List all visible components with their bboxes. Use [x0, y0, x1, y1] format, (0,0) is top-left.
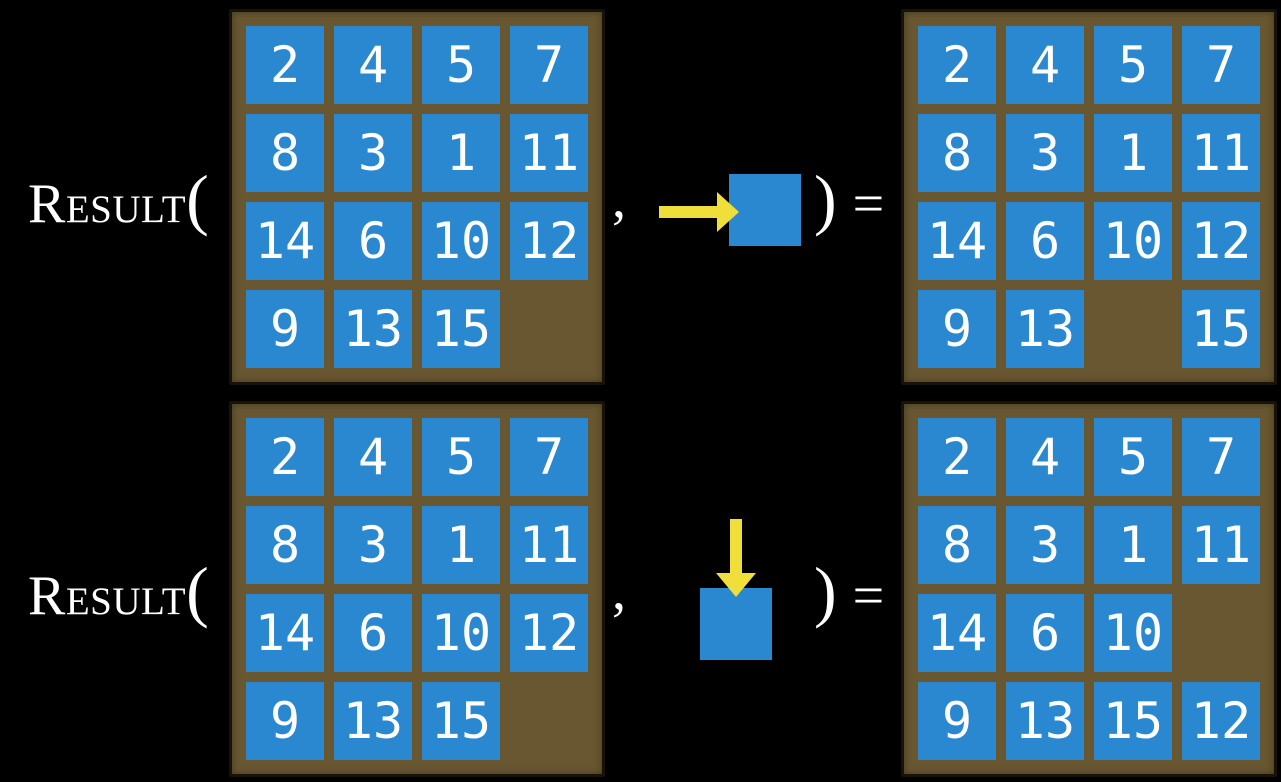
tile-4: 4: [1006, 418, 1084, 496]
tile-6: 6: [1006, 202, 1084, 280]
comma-separator: ,: [612, 560, 626, 622]
tile-4: 4: [1006, 26, 1084, 104]
tile-2: 2: [918, 26, 996, 104]
arrow-down-icon: [716, 519, 756, 597]
result-function-label: Result(: [28, 165, 209, 236]
result-function-label: Result(: [28, 557, 209, 628]
equals-sign: =: [852, 173, 885, 235]
tile-5: 5: [1094, 26, 1172, 104]
close-paren: ): [814, 553, 837, 629]
close-paren: ): [814, 161, 837, 237]
tile-4: 4: [334, 26, 412, 104]
tile-9: 9: [918, 290, 996, 368]
tile-11: 11: [510, 506, 588, 584]
tile-7: 7: [510, 418, 588, 496]
tile-3: 3: [1006, 506, 1084, 584]
tile-11: 11: [1182, 114, 1260, 192]
arrow-right-icon: [659, 192, 739, 232]
tile-11: 11: [510, 114, 588, 192]
open-paren: (: [186, 161, 210, 237]
tile-7: 7: [1182, 418, 1260, 496]
tile-15: 15: [422, 682, 500, 760]
blank-cell: [1182, 594, 1260, 672]
tile-3: 3: [334, 506, 412, 584]
tile-15: 15: [1182, 290, 1260, 368]
tile-6: 6: [334, 594, 412, 672]
tile-11: 11: [1182, 506, 1260, 584]
tile-1: 1: [422, 506, 500, 584]
tile-13: 13: [334, 682, 412, 760]
function-name: Result: [28, 565, 187, 627]
tile-8: 8: [246, 114, 324, 192]
equals-sign: =: [852, 565, 885, 627]
tile-14: 14: [918, 202, 996, 280]
tile-14: 14: [246, 202, 324, 280]
tile-12: 12: [1182, 682, 1260, 760]
tile-15: 15: [422, 290, 500, 368]
blank-tile-square-icon: [729, 174, 801, 246]
close-paren-equals: )=: [814, 165, 885, 236]
tile-12: 12: [510, 594, 588, 672]
tile-7: 7: [510, 26, 588, 104]
function-name: Result: [28, 173, 187, 235]
tile-4: 4: [334, 418, 412, 496]
tile-5: 5: [422, 26, 500, 104]
tile-13: 13: [1006, 682, 1084, 760]
tile-13: 13: [1006, 290, 1084, 368]
tile-2: 2: [918, 418, 996, 496]
tile-1: 1: [422, 114, 500, 192]
tile-3: 3: [334, 114, 412, 192]
tile-2: 2: [246, 26, 324, 104]
tile-8: 8: [918, 114, 996, 192]
tile-10: 10: [1094, 202, 1172, 280]
tile-14: 14: [246, 594, 324, 672]
blank-cell: [510, 290, 588, 368]
tile-1: 1: [1094, 114, 1172, 192]
blank-cell: [510, 682, 588, 760]
tile-1: 1: [1094, 506, 1172, 584]
tile-9: 9: [246, 682, 324, 760]
tile-10: 10: [1094, 594, 1172, 672]
tile-13: 13: [334, 290, 412, 368]
tile-5: 5: [422, 418, 500, 496]
tile-8: 8: [246, 506, 324, 584]
tile-9: 9: [246, 290, 324, 368]
tile-5: 5: [1094, 418, 1172, 496]
comma-separator: ,: [612, 168, 626, 230]
tile-12: 12: [510, 202, 588, 280]
tile-7: 7: [1182, 26, 1260, 104]
tile-3: 3: [1006, 114, 1084, 192]
tile-6: 6: [334, 202, 412, 280]
tile-10: 10: [422, 594, 500, 672]
tile-10: 10: [422, 202, 500, 280]
tile-15: 15: [1094, 682, 1172, 760]
tile-12: 12: [1182, 202, 1260, 280]
tile-8: 8: [918, 506, 996, 584]
open-paren: (: [186, 553, 210, 629]
tile-9: 9: [918, 682, 996, 760]
blank-tile-square-icon: [700, 588, 772, 660]
blank-cell: [1094, 290, 1172, 368]
tile-2: 2: [246, 418, 324, 496]
tile-14: 14: [918, 594, 996, 672]
close-paren-equals: )=: [814, 557, 885, 628]
tile-6: 6: [1006, 594, 1084, 672]
